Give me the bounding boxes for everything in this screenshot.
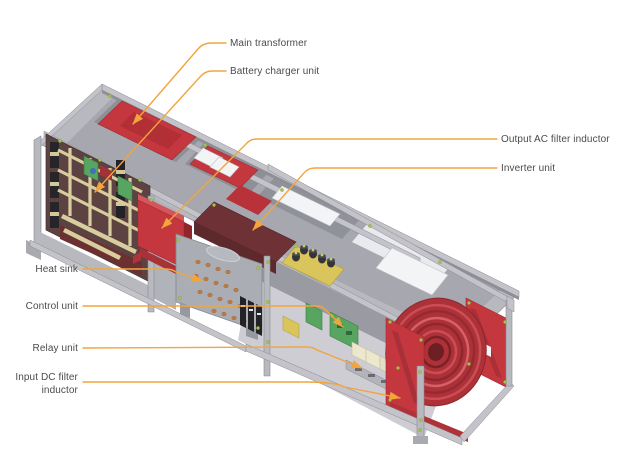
battery-charger-leader (94, 70, 227, 193)
heat-sink-leader (82, 268, 203, 282)
inverter-panel (193, 201, 297, 274)
label-input-dc-filter-line2: inductor (42, 385, 79, 396)
leader-lines (82, 42, 498, 401)
label-heat-sink: Heat sink (35, 264, 78, 275)
battery-charger-compartment (45, 133, 151, 283)
label-relay-unit: Relay unit (33, 343, 79, 354)
left-post (33, 135, 42, 257)
output-ac-filter-leader (161, 138, 498, 229)
control-unit-leader (82, 305, 344, 328)
label-control-unit: Control unit (26, 301, 78, 312)
label-input-dc-filter-line1: Input DC filter (15, 372, 78, 383)
base-frame (29, 239, 515, 446)
top-white-boxes (193, 147, 449, 296)
labels: Main transformer Battery charger unit Ou… (15, 38, 610, 396)
right-base-rail (459, 381, 515, 443)
main-transformer-leader (132, 42, 227, 125)
inverter-leader (252, 167, 498, 231)
relay-unit-leader (82, 346, 363, 369)
rear-post-right (505, 299, 513, 387)
label-output-ac-filter: Output AC filter inductor (501, 134, 610, 145)
front-base-rail-left (29, 239, 247, 353)
label-main-transformer: Main transformer (230, 38, 308, 49)
front-base-rail-right (245, 343, 463, 446)
mid-post-2 (263, 255, 271, 377)
capacitor-blue (90, 168, 96, 174)
label-battery-charger: Battery charger unit (230, 66, 319, 77)
screw-dots (58, 94, 507, 432)
label-inverter: Inverter unit (501, 163, 555, 174)
contactor-blocks (240, 296, 262, 336)
input-dc-filter-leader (82, 381, 401, 401)
capacitor-bank (281, 244, 345, 287)
